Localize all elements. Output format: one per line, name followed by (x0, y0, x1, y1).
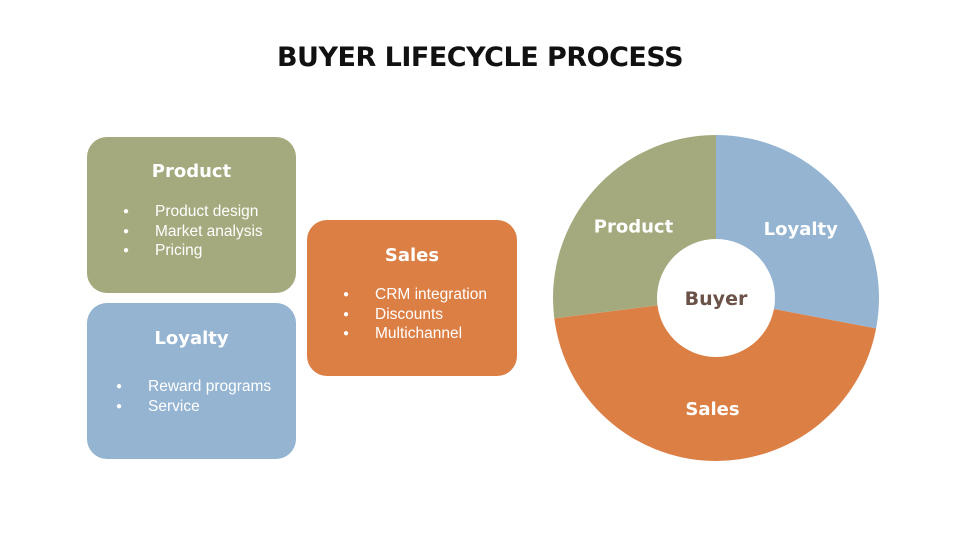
product-card: Product Product design Market analysis P… (87, 137, 296, 293)
loyalty-card-list: Reward programs Service (116, 377, 271, 416)
list-item: Product design (123, 202, 263, 222)
list-item: CRM integration (343, 285, 487, 305)
sales-card-list: CRM integration Discounts Multichannel (343, 285, 487, 344)
donut-label-sales: Sales (685, 399, 739, 420)
page-title: BUYER LIFECYCLE PROCESS (276, 42, 684, 73)
list-item: Pricing (123, 241, 263, 261)
list-item: Discounts (343, 305, 487, 325)
donut-label-loyalty: Loyalty (764, 219, 838, 240)
donut-label-product: Product (594, 216, 674, 237)
list-item: Market analysis (123, 222, 263, 242)
donut-segment-sales (554, 298, 877, 461)
list-item: Reward programs (116, 377, 271, 397)
sales-card-title: Sales (384, 245, 440, 266)
product-card-list: Product design Market analysis Pricing (123, 202, 263, 261)
buyer-cycle-donut: Loyalty Sales Product Buyer (553, 135, 879, 461)
loyalty-card-title: Loyalty (154, 328, 229, 349)
donut-center-label: Buyer (685, 288, 748, 310)
list-item: Service (116, 397, 271, 417)
loyalty-card: Loyalty Reward programs Service (87, 303, 296, 459)
list-item: Multichannel (343, 324, 487, 344)
sales-card: Sales CRM integration Discounts Multicha… (307, 220, 517, 376)
donut-hole (657, 239, 775, 357)
product-card-title: Product (151, 161, 232, 182)
